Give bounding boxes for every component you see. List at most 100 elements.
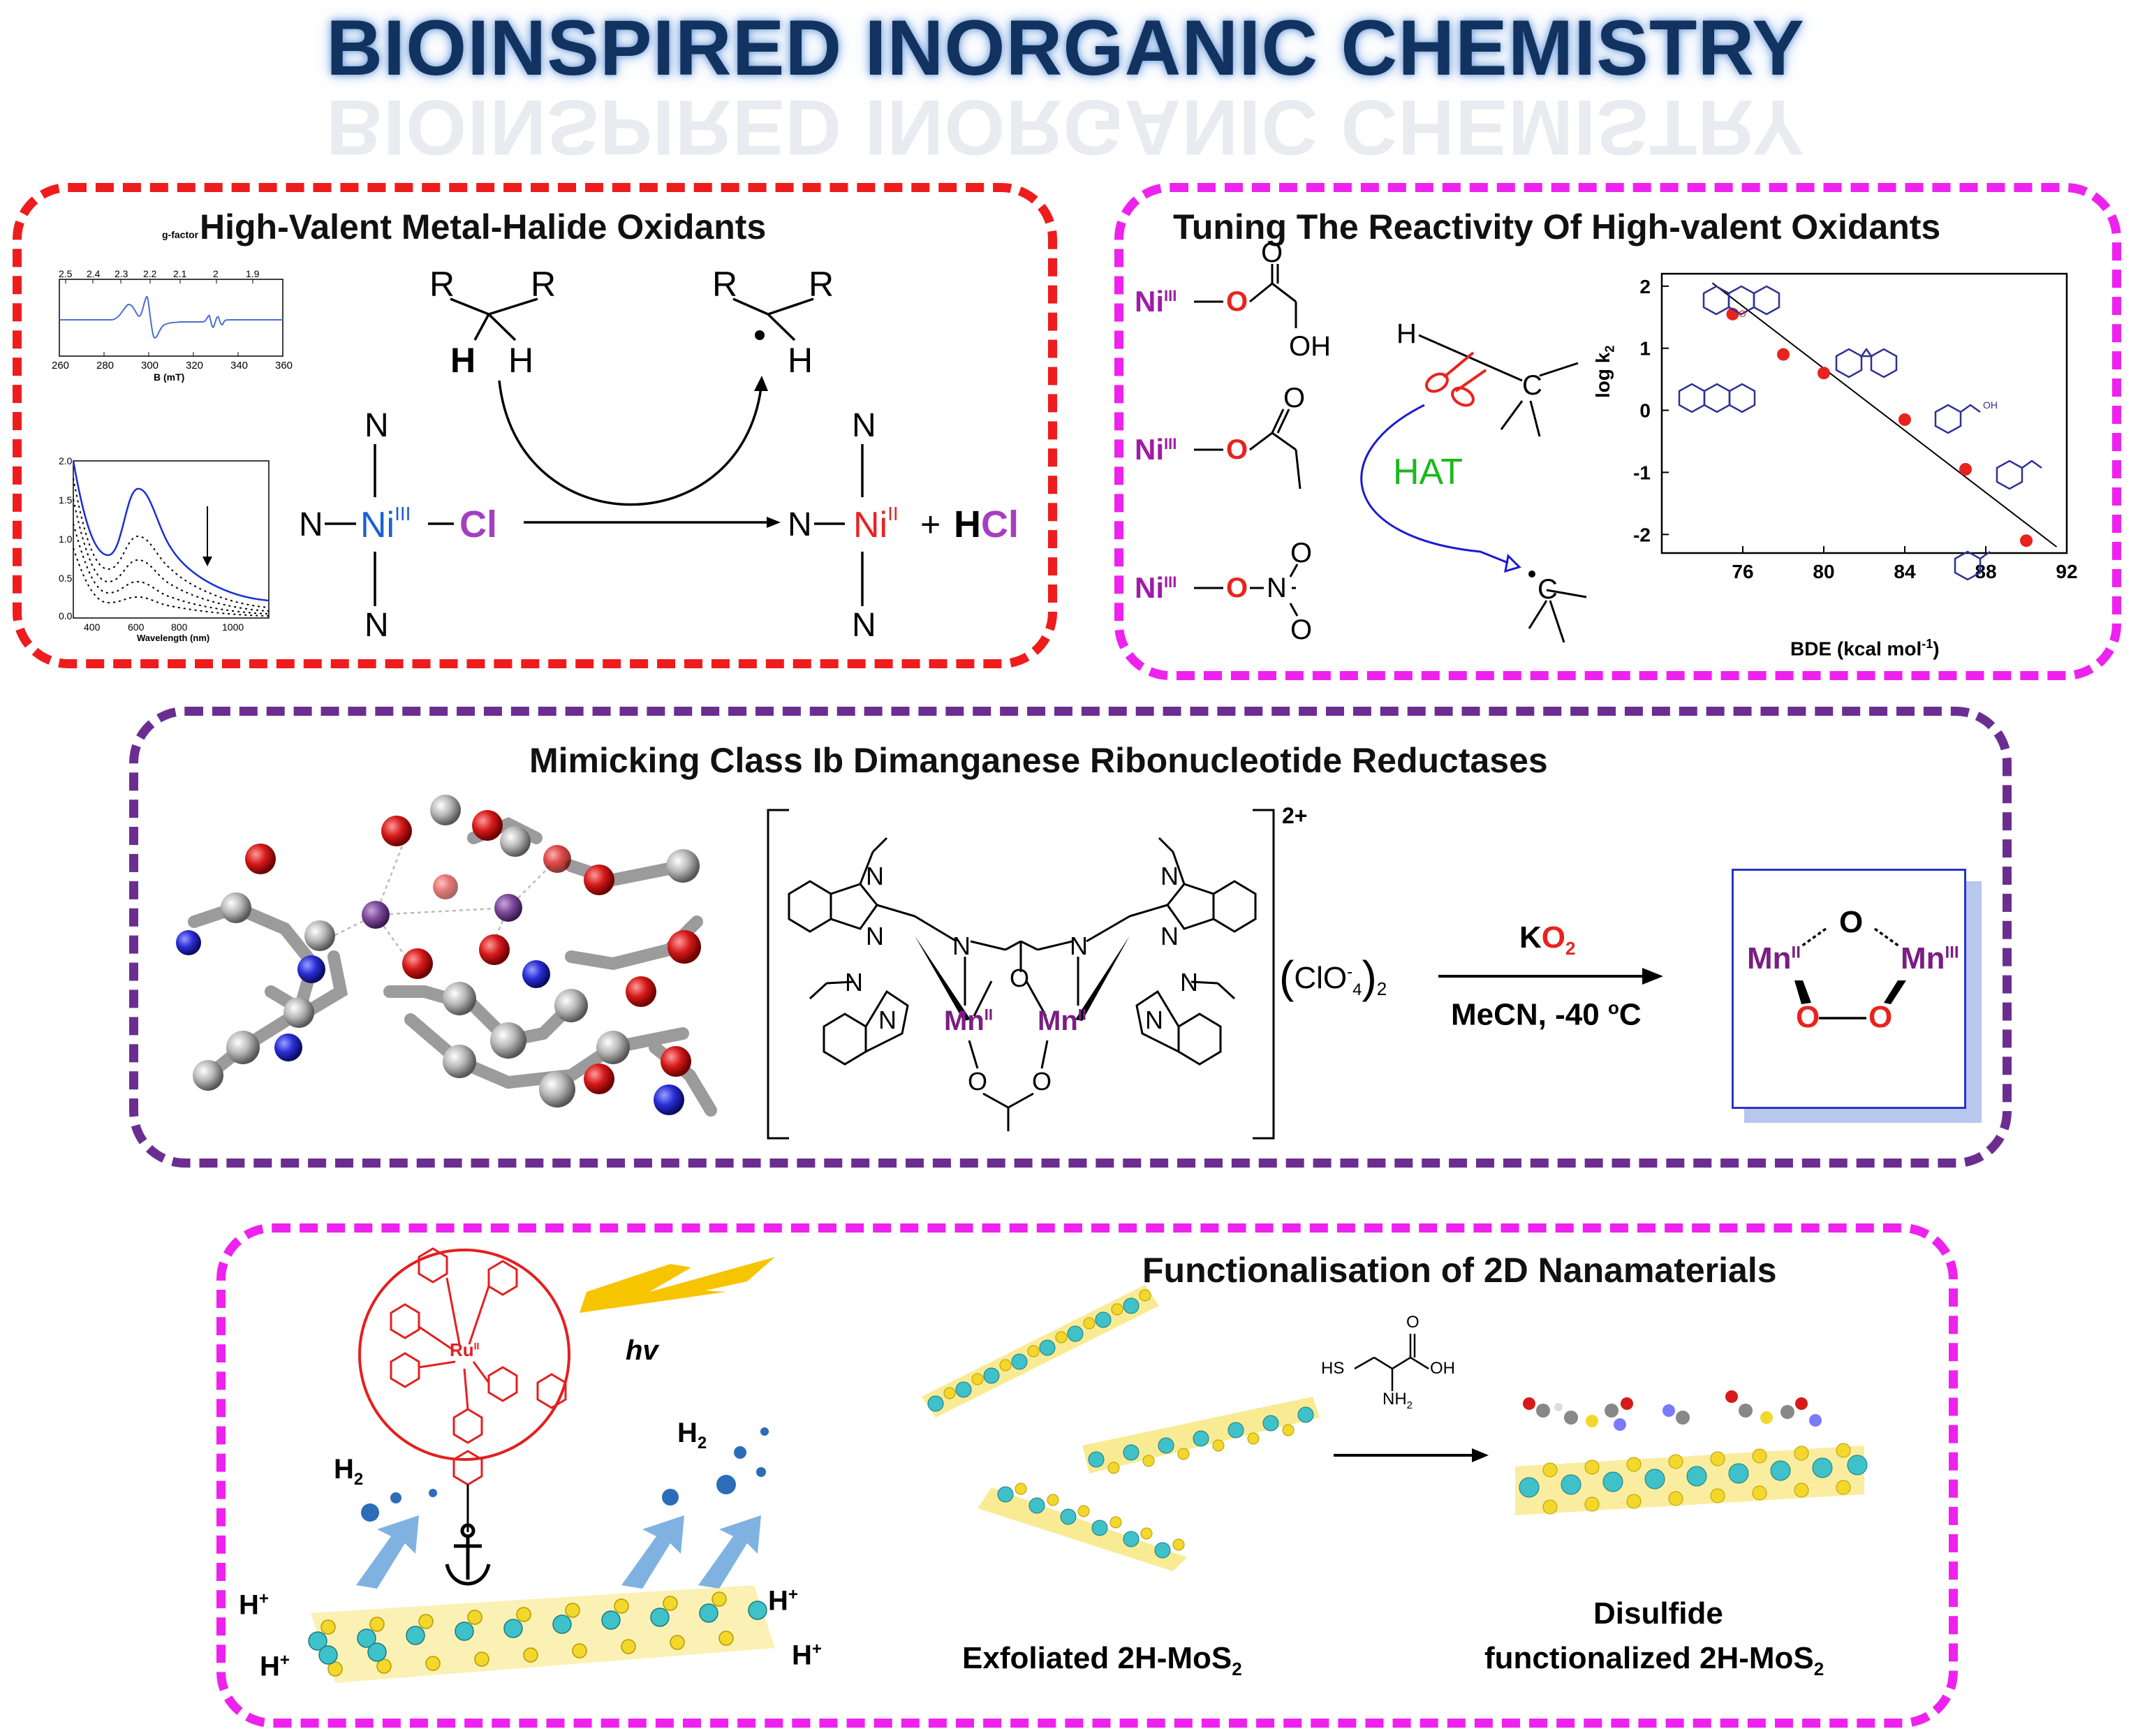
ni3-acetate-complex: NiIII — [1135, 433, 1177, 466]
complex-n-4: N — [1070, 932, 1088, 960]
byproduct-hcl: HCl — [954, 503, 1019, 545]
epr-top-tick-3: 2.3 — [115, 268, 128, 279]
uv-y-tick-1: 2.0 — [59, 455, 73, 466]
mos2-sheet-photocatalyst — [308, 1585, 775, 1683]
anchor-icon — [445, 1523, 491, 1586]
chart-y-tick-label-3: 0 — [1639, 400, 1651, 422]
proton-label-4: H+ — [792, 1640, 822, 1671]
svg-text:OH: OH — [1983, 399, 1998, 411]
cysteine-oh: OH — [1430, 1359, 1455, 1378]
complex-o-acetate-right: O — [1032, 1067, 1052, 1096]
chart-point-2 — [1777, 348, 1790, 361]
peroxo-o-left: O — [1796, 1000, 1820, 1034]
exfoliated-mos2-sheets — [922, 1285, 1320, 1571]
ni2-metal: NiII — [853, 502, 899, 545]
uv-x-tick-2: 600 — [128, 621, 145, 633]
complex-mn-left: MnII — [944, 1006, 993, 1036]
epr-top-tick-5: 2.1 — [173, 268, 187, 279]
peroxo-o-right: O — [1868, 1000, 1893, 1034]
epr-spectrum-plot — [59, 279, 283, 357]
complex-o-bridge: O — [1010, 964, 1030, 992]
cysteine-nh2: NH2 — [1382, 1390, 1413, 1411]
radical-r-right: R — [809, 265, 834, 304]
hat-c: C — [1522, 370, 1542, 401]
uv-x-tick-1: 400 — [84, 621, 101, 633]
complex-n-2: N — [866, 922, 884, 950]
exfoliated-label: Exfoliated 2H-MoS2 — [962, 1641, 1242, 1679]
page-title: BIOINSPIRED INORGANIC CHEMISTRY — [326, 4, 1805, 91]
chart-point-3 — [1817, 367, 1830, 380]
chart-x-tick-label-1: 76 — [1732, 561, 1753, 582]
radical-r-left: R — [712, 265, 738, 304]
complex-n-6: N — [1160, 922, 1179, 950]
lightning-bolt-icon — [580, 1257, 775, 1313]
substrate-r-right: R — [531, 265, 556, 304]
panel-title-2d: Functionalisation of 2D Nanamaterials — [1142, 1251, 1777, 1290]
ni3-acetate-o: O — [1226, 434, 1248, 465]
rnr-active-site-image — [176, 795, 717, 1117]
complex-n-8: N — [878, 1006, 897, 1034]
ni2-n-top: N — [852, 407, 876, 444]
complex-n-9: N — [1180, 968, 1198, 996]
complex-mn-right: MnII — [1038, 1006, 1086, 1036]
uv-x-tick-4: 1000 — [222, 621, 244, 633]
ni3-carbonate-complex: NiIII — [1135, 285, 1177, 318]
scissors-icon — [1425, 351, 1487, 407]
chart-x-tick-label-3: 84 — [1894, 561, 1916, 582]
proton-reduction-arrows — [356, 1515, 761, 1589]
byproduct-plus: + — [920, 505, 941, 544]
peroxo-mn-left: MnII — [1747, 941, 1801, 976]
uv-x-label: Wavelength (nm) — [137, 633, 210, 643]
panel-title-reactivity: Tuning The Reactivity Of High-valent Oxi… — [1173, 207, 1941, 247]
ni3-nitrate-o: O — [1226, 573, 1248, 603]
epr-x-tick-6: 360 — [275, 360, 293, 372]
chart-x-tick-label-4: 88 — [1975, 561, 1996, 582]
complex-n-5: N — [1160, 862, 1179, 890]
chart-x-label: BDE (kcal mol-1) — [1790, 637, 1940, 660]
cysteine-o: O — [1406, 1313, 1420, 1332]
hv-label: hv — [626, 1335, 658, 1366]
ru-label: RuII — [450, 1339, 480, 1360]
carbonate-oh: OH — [1289, 331, 1331, 362]
h2-label-left: H2 — [334, 1454, 364, 1489]
panel-2d-nanomaterials — [216, 1223, 1958, 1728]
chart-point-6 — [2020, 534, 2033, 547]
complex-n-10: N — [1145, 1006, 1163, 1034]
complex-n-7: N — [845, 968, 863, 996]
substrate-r-left: R — [429, 265, 455, 304]
uv-y-tick-3: 1.0 — [59, 534, 73, 545]
uv-y-tick-4: 0.5 — [59, 573, 73, 584]
ni2-oxidation-state: II — [887, 502, 899, 524]
hat-label: HAT — [1393, 452, 1463, 492]
epr-x-tick-4: 320 — [186, 360, 204, 372]
chart-x-tick-label-5: 92 — [2056, 561, 2077, 582]
epr-top-tick-1: 2.5 — [59, 268, 73, 279]
chart-fit-line — [1711, 282, 2058, 547]
complex-n-3: N — [952, 932, 971, 960]
uv-y-tick-5: 0.0 — [59, 610, 73, 621]
h2-label-right: H2 — [677, 1418, 707, 1452]
epr-top-tick-6: 2 — [213, 268, 219, 279]
substrate-h-bold: H — [450, 341, 476, 380]
chart-y-tick-label-5: -2 — [1633, 524, 1651, 545]
uv-x-tick-3: 800 — [171, 621, 188, 633]
ni3-n-left: N — [299, 506, 323, 543]
peroxo-o-top: O — [1839, 905, 1864, 939]
acetate-carbonyl-o: O — [1283, 383, 1306, 413]
complex-n-1: N — [866, 862, 884, 890]
svg-text:O: O — [1739, 308, 1746, 319]
panel-title-rnr: Mimicking Class Ib Dimanganese Ribonucle… — [529, 741, 1548, 780]
epr-top-axis-label: g-factor — [162, 229, 199, 240]
ni3-chloride: Cl — [459, 503, 497, 545]
proton-label-2: H+ — [260, 1651, 290, 1682]
ni3-n-bottom: N — [364, 607, 389, 644]
